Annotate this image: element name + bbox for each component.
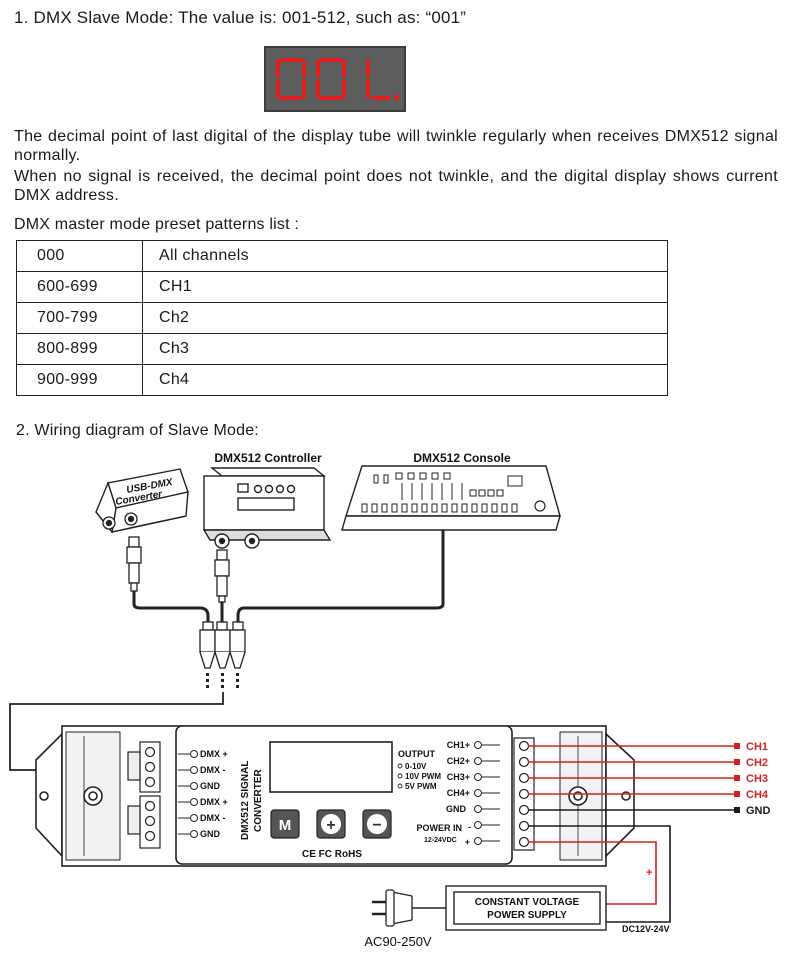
xlr-splitter-icon: [199, 621, 246, 669]
minus-button-label: −: [372, 817, 381, 834]
preset-description: CH1: [142, 271, 668, 303]
preset-code: 900-999: [16, 364, 143, 396]
output-label-ch4: CH4: [746, 789, 769, 801]
terminal-label: +: [465, 837, 470, 847]
section-2-heading: 2. Wiring diagram of Slave Mode:: [16, 422, 259, 439]
terminal-label: DMX -: [200, 765, 226, 775]
xlr-cable-controller: [214, 549, 230, 603]
section-1-heading: 1. DMX Slave Mode: The value is: 001-512…: [14, 8, 467, 27]
m-button-label: M: [279, 817, 292, 834]
preset-description: Ch2: [142, 302, 668, 334]
preset-description: Ch3: [142, 333, 668, 365]
controller-label: DMX512 Controller: [214, 451, 322, 465]
paragraph-twinkle: The decimal point of last digital of the…: [14, 128, 778, 164]
minus-button[interactable]: −: [362, 809, 392, 839]
plus-button[interactable]: +: [316, 809, 346, 839]
terminal-label: DMX +: [200, 749, 228, 759]
power-range: 12-24VDC: [424, 837, 457, 844]
power-in-minus: -: [468, 822, 471, 832]
terminal-label: CH2+: [447, 756, 470, 766]
right-terminal-block: [513, 737, 535, 851]
preset-code: 600-699: [16, 271, 143, 303]
preset-list-title: DMX master mode preset patterns list :: [14, 216, 300, 233]
wiring-diagram: DMX512 Controller DMX512 Console USB-DMX…: [9, 451, 771, 949]
preset-code: 700-799: [16, 302, 143, 334]
ac-voltage-label: AC90-250V: [364, 934, 432, 949]
output-label-ch3: CH3: [746, 773, 768, 785]
table-row: 900-999 Ch4: [16, 364, 668, 396]
device-name-2: CONVERTER: [253, 768, 264, 832]
device-name-1: DMX512 SIGNAL: [240, 761, 251, 840]
output-mode: 5V PWM: [405, 782, 437, 791]
power-negative-wire: [528, 825, 671, 923]
dmx-signal-converter: [35, 725, 635, 867]
preset-description: Ch4: [142, 364, 668, 396]
preset-description: All channels: [142, 240, 668, 272]
terminal-label: POWER IN: [416, 823, 462, 833]
table-row: 800-899 Ch3: [16, 333, 668, 365]
preset-code: 800-899: [16, 333, 143, 365]
dmx-controller: [202, 467, 332, 549]
terminal-label: DMX -: [200, 813, 226, 823]
terminal-label: CH4+: [447, 788, 470, 798]
dc-voltage-label: DC12V-24V: [622, 924, 670, 934]
output-mode: 10V PWM: [405, 772, 441, 781]
console-label: DMX512 Console: [413, 451, 511, 465]
xlr-cable-usb: [126, 536, 142, 592]
dmx-cables: [132, 530, 445, 622]
terminal-label: GND: [446, 804, 467, 814]
output-mode: 0-10V: [405, 762, 427, 771]
table-row: 000 All channels: [16, 240, 668, 272]
seven-segment-display: [264, 46, 406, 112]
terminal-label: CH3+: [447, 772, 470, 782]
positive-wire-sign: +: [646, 867, 652, 879]
power-positive-wire: [528, 841, 657, 905]
ac-plug-icon: [372, 889, 413, 927]
left-terminal-block: [127, 741, 161, 849]
terminal-label: CH1+: [447, 740, 470, 750]
plus-button-label: +: [326, 817, 335, 834]
preset-table: 000 All channels 600-699 CH1 700-799 Ch2…: [16, 240, 668, 396]
xlr-port-icon: [102, 512, 138, 530]
output-label-ch1: CH1: [746, 741, 768, 753]
preset-code: 000: [16, 240, 143, 272]
terminal-label: GND: [200, 781, 221, 791]
power-supply-label-2: POWER SUPPLY: [487, 910, 567, 921]
output-label: OUTPUT: [398, 749, 436, 759]
table-row: 700-799 Ch2: [16, 302, 668, 334]
power-supply-label-1: CONSTANT VOLTAGE: [475, 897, 580, 908]
dots: [206, 673, 239, 688]
output-label-gnd: GND: [746, 805, 771, 817]
terminal-label: DMX +: [200, 797, 228, 807]
paragraph-no-signal: When no signal is received, the decimal …: [14, 168, 778, 204]
certification-marks: CE FC RoHS: [302, 849, 362, 860]
display-digits: [276, 58, 399, 100]
terminal-label: GND: [200, 829, 221, 839]
wire-ends: [734, 743, 740, 813]
dmx-console: [341, 465, 561, 531]
table-row: 600-699 CH1: [16, 271, 668, 303]
m-button[interactable]: M: [270, 809, 300, 839]
power-supply: [445, 885, 607, 931]
usb-dmx-converter: [95, 468, 189, 534]
output-label-ch2: CH2: [746, 757, 768, 769]
output-wires: [528, 745, 736, 811]
